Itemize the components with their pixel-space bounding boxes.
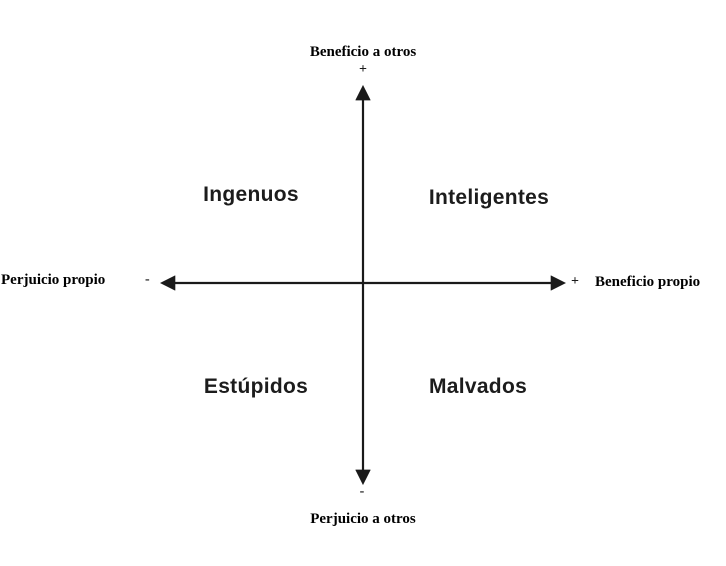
axis-sign-right: + xyxy=(571,274,579,289)
axis-sign-left: - xyxy=(145,272,150,287)
axis-label-top: Beneficio a otros xyxy=(309,44,417,60)
quadrant-top-left: Ingenuos xyxy=(203,183,299,206)
axis-sign-top: + xyxy=(359,62,367,77)
axis-sign-bottom: - xyxy=(359,484,365,499)
axis-label-right: Beneficio propio xyxy=(595,274,701,290)
quadrant-top-right: Inteligentes xyxy=(428,186,550,209)
axis-label-bottom: Perjuicio a otros xyxy=(310,511,416,527)
axis-label-left: Perjuicio propio xyxy=(1,272,106,288)
quadrant-bottom-left: Estúpidos xyxy=(203,375,309,398)
quadrant-bottom-right: Malvados xyxy=(428,375,528,398)
